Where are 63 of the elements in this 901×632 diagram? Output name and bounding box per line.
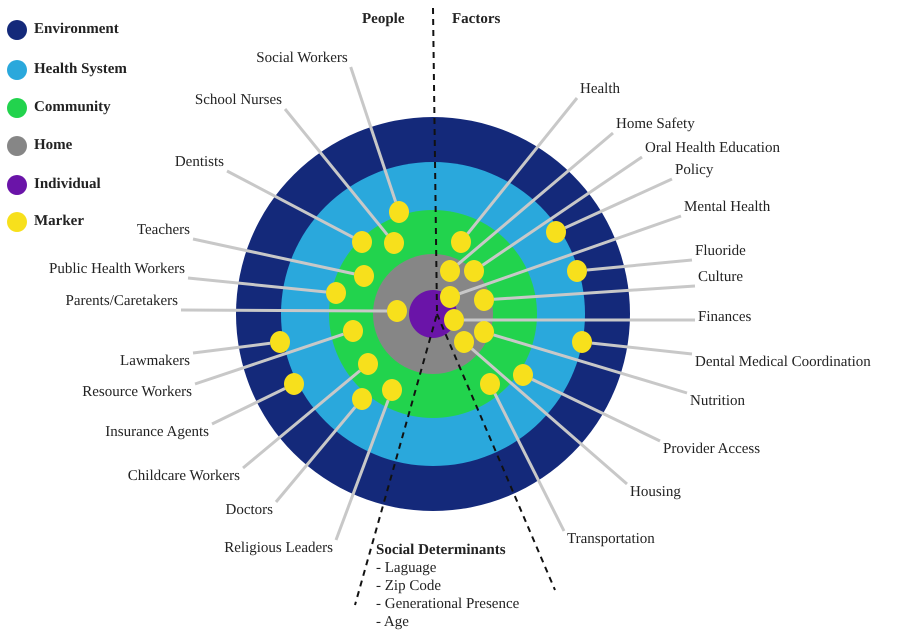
leader-label: Childcare Workers xyxy=(128,468,240,485)
leader-label: Housing xyxy=(630,484,681,501)
leader-line xyxy=(470,348,628,486)
leader-line xyxy=(192,342,270,354)
leader-label: Resource Workers xyxy=(82,384,192,401)
leader-label: Religious Leaders xyxy=(224,540,333,557)
leader-label: Transportation xyxy=(567,531,655,548)
list-item: - Age xyxy=(376,614,409,631)
leader-line xyxy=(493,392,566,532)
legend-label: Health System xyxy=(34,61,127,78)
leader-label: Teachers xyxy=(136,222,190,239)
leader-line xyxy=(464,318,695,322)
leader-line xyxy=(274,406,356,503)
leader-label: Insurance Agents xyxy=(105,424,209,441)
leader-label: Doctors xyxy=(226,502,273,519)
leader-line xyxy=(181,308,387,312)
leader-line xyxy=(242,369,361,470)
leader-label: Dental Medical Coordination xyxy=(695,354,871,371)
leader-line xyxy=(459,214,682,296)
list-item: - Generational Presence xyxy=(376,596,520,613)
leader-label: Finances xyxy=(698,309,752,326)
legend-label: Marker xyxy=(34,213,84,230)
leader-label: Culture xyxy=(698,269,743,286)
leader-line xyxy=(349,66,398,202)
list-heading: Social Determinants xyxy=(376,542,506,559)
leader-line xyxy=(564,178,673,230)
column-heading: People xyxy=(362,11,404,28)
leader-label: Social Workers xyxy=(256,50,348,67)
leader-label: Fluoride xyxy=(695,243,746,260)
leader-label: Home Safety xyxy=(616,116,695,133)
leader-label: Mental Health xyxy=(684,199,770,216)
leader-label: Public Health Workers xyxy=(49,261,185,278)
leader-label: Provider Access xyxy=(663,441,760,458)
leader-line xyxy=(482,156,643,266)
leader-label: Dentists xyxy=(174,154,224,171)
list-item: - Laguage xyxy=(376,560,436,577)
leader-label: School Nurses xyxy=(194,92,282,109)
leader-label: Nutrition xyxy=(690,393,745,410)
leader-line xyxy=(494,284,696,301)
column-heading: Factors xyxy=(452,11,500,28)
leader-label: Policy xyxy=(675,162,714,179)
leader-label: Health xyxy=(580,81,620,98)
leader-line xyxy=(194,332,344,386)
leader-line xyxy=(466,97,578,235)
leader-line xyxy=(592,342,692,356)
leader-line xyxy=(211,387,286,426)
leader-label: Lawmakers xyxy=(120,353,190,370)
leader-label: Parents/Caretakers xyxy=(66,293,178,310)
legend-label: Individual xyxy=(34,176,101,193)
legend-label: Home xyxy=(34,137,72,154)
legend-label: Community xyxy=(34,99,111,116)
leader-line xyxy=(532,378,661,442)
leader-line xyxy=(192,238,355,276)
leader-line xyxy=(493,333,688,394)
leader-line xyxy=(226,170,354,239)
legend-label: Environment xyxy=(34,21,119,38)
leader-line xyxy=(334,400,390,541)
leader-line xyxy=(456,132,614,266)
leader-line xyxy=(284,108,388,236)
leader-line xyxy=(188,276,326,294)
leader-line xyxy=(586,258,692,272)
list-item: - Zip Code xyxy=(376,578,441,595)
leader-label: Oral Health Education xyxy=(645,140,780,157)
